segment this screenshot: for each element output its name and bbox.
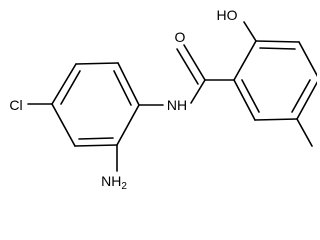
bond bbox=[255, 40, 300, 43]
double-bond-inner bbox=[259, 47, 296, 50]
nh-carbonyl-bond bbox=[190, 79, 206, 104]
hydroxyl-label: HO bbox=[217, 7, 238, 23]
molecule-drawing: HO O NH Cl NH2 bbox=[9, 7, 317, 192]
double-bond-inner bbox=[113, 70, 132, 106]
double-bond-inner bbox=[78, 137, 114, 140]
amide-nitrogen-label: NH bbox=[167, 97, 187, 113]
bond bbox=[233, 79, 256, 121]
double-bond-inner bbox=[291, 79, 311, 113]
bond bbox=[296, 80, 317, 120]
salicyl-ring bbox=[233, 40, 317, 121]
aniline-ring bbox=[51, 62, 140, 147]
double-bond-inner bbox=[60, 70, 81, 105]
double-bond-inner bbox=[241, 79, 260, 113]
bond bbox=[74, 144, 118, 147]
carbonyl-oxygen-label: O bbox=[175, 29, 186, 45]
bond bbox=[75, 62, 119, 65]
bond bbox=[51, 63, 77, 105]
structure-diagram: HO O NH Cl NH2 bbox=[9, 7, 317, 192]
bond bbox=[51, 103, 76, 147]
amino-label: NH2 bbox=[101, 173, 127, 192]
bond bbox=[233, 40, 257, 81]
amino-main: NH bbox=[101, 173, 121, 189]
carbonyl-double-bond-b bbox=[176, 48, 199, 85]
bond bbox=[298, 41, 317, 77]
chlorine-label: Cl bbox=[9, 97, 22, 113]
amino-subscript: 2 bbox=[121, 181, 127, 192]
c-methyl-bond bbox=[296, 118, 313, 147]
carbonyl-double-bond-a bbox=[183, 44, 206, 81]
bond bbox=[116, 104, 140, 146]
c-oh-bond bbox=[243, 21, 257, 42]
bond bbox=[254, 118, 298, 121]
bond bbox=[117, 62, 140, 106]
